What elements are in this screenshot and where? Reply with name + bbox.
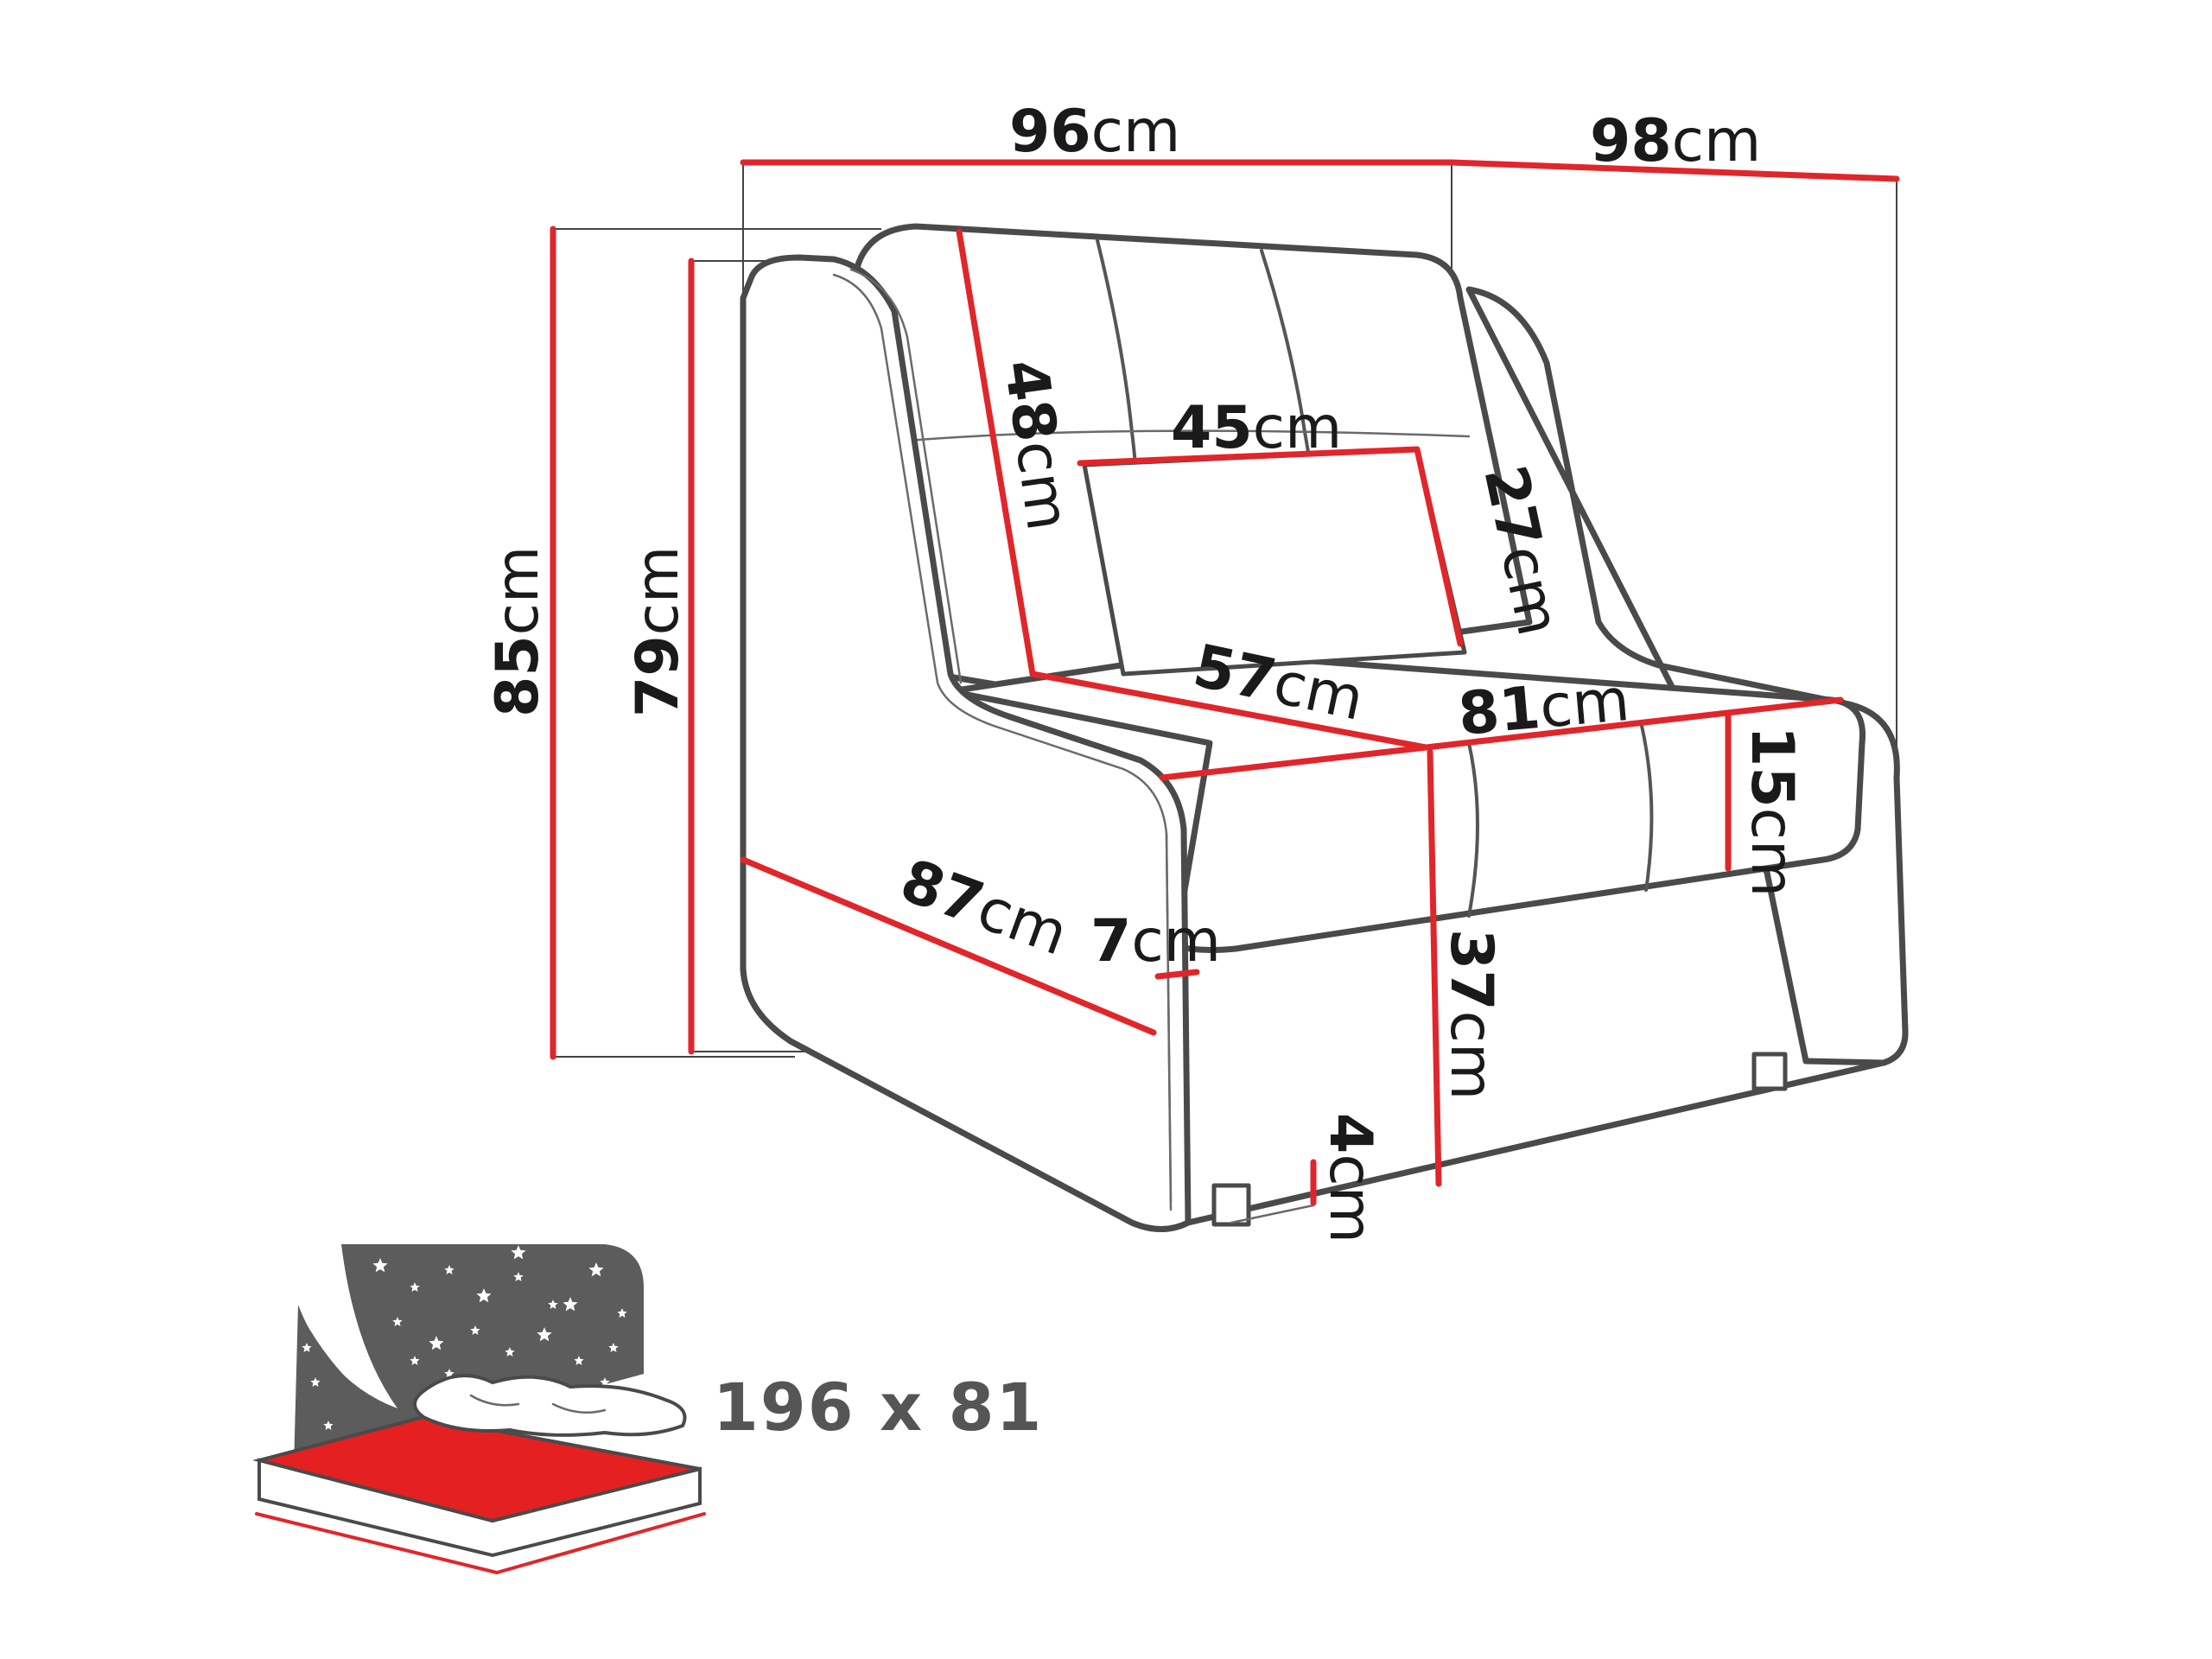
star-icon: [410, 1282, 420, 1292]
dimension-labels: 96cm 98cm 85cm 79cm 48cm 45cm 27cm 57cm …: [484, 98, 1806, 1243]
label-4: 4cm: [1316, 1113, 1384, 1243]
dim-line-48: [956, 228, 1036, 677]
label-81: 81cm: [1456, 666, 1632, 749]
dim-line-57: [1029, 671, 1429, 751]
dim-line-37: [1427, 748, 1442, 1187]
sleeping-area-icon: 196 x 81: [252, 1244, 1043, 1574]
star-icon: [513, 1272, 524, 1281]
star-icon: [476, 1288, 492, 1303]
star-icon: [429, 1336, 444, 1351]
label-37: 37cm: [1437, 929, 1505, 1100]
star-icon: [372, 1258, 388, 1273]
label-98: 98cm: [1590, 107, 1761, 175]
star-icon: [323, 1421, 334, 1430]
star-icon: [608, 1343, 619, 1352]
stars-icon: [302, 1245, 627, 1459]
dim-line-98: [1448, 159, 1900, 182]
dim-line-45: [1077, 446, 1421, 467]
pillow-icon: [413, 1374, 687, 1437]
front-leg: [1211, 1183, 1251, 1227]
star-icon: [444, 1265, 454, 1274]
star-icon: [600, 1377, 610, 1387]
sleeping-area-label: 196 x 81: [713, 1369, 1043, 1446]
lumbar-cushion: [1082, 447, 1467, 677]
dim-line-87: [740, 856, 1157, 1036]
left-armrest: [740, 254, 1192, 1232]
label-7: 7cm: [1090, 907, 1221, 976]
star-icon: [574, 1356, 584, 1365]
star-icon: [548, 1300, 558, 1309]
label-15: 15cm: [1738, 726, 1806, 897]
label-85: 85cm: [484, 546, 552, 717]
star-icon: [511, 1245, 526, 1260]
star-icon: [470, 1325, 480, 1335]
star-icon: [410, 1356, 420, 1365]
label-79: 79cm: [624, 546, 692, 717]
dimension-lines: [550, 159, 1900, 1206]
label-45: 45cm: [1171, 394, 1342, 462]
star-icon: [505, 1347, 515, 1357]
extension-lines: [553, 162, 1897, 1058]
star-icon: [563, 1297, 578, 1312]
star-icon: [537, 1327, 552, 1342]
star-icon: [310, 1377, 321, 1387]
star-icon: [588, 1262, 604, 1277]
mattress-arrow-right: [495, 1512, 706, 1574]
mattress-top-icon: [252, 1414, 701, 1523]
dim-line-7: [1154, 969, 1200, 980]
label-48: 48cm: [990, 355, 1082, 534]
star-icon: [392, 1317, 403, 1326]
dim-line-27: [1414, 446, 1464, 647]
mattress-arrow-left: [255, 1512, 499, 1574]
rear-leg: [1751, 1052, 1788, 1091]
label-96: 96cm: [1009, 98, 1180, 166]
star-icon: [302, 1343, 312, 1352]
star-icon: [617, 1308, 627, 1318]
